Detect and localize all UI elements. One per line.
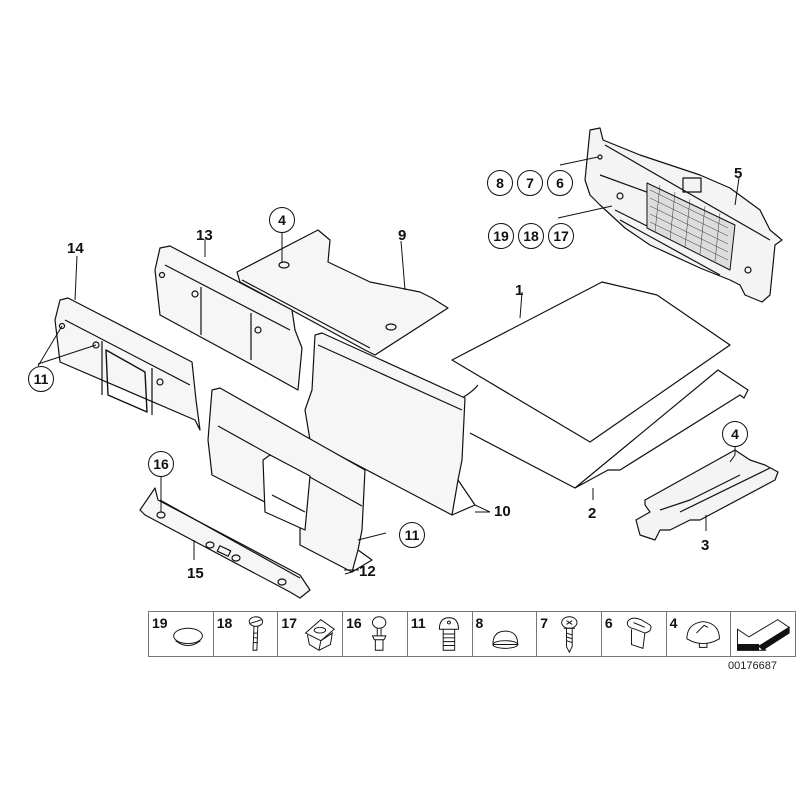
callout-2: 2	[588, 505, 597, 522]
callout-1: 1	[515, 282, 524, 299]
legend-number: 4	[669, 615, 678, 631]
part-9-cover-panel[interactable]	[236, 229, 449, 356]
legend-number: 18	[216, 615, 233, 631]
fastener-legend-strip: 19 18 17 16 11 8 7	[148, 611, 796, 657]
document-number: 00176687	[728, 660, 777, 672]
part-12-divider-opening[interactable]	[207, 387, 373, 575]
callout-5: 5	[734, 165, 743, 182]
callout-6: 6	[547, 170, 573, 196]
part-3-side-rail[interactable]	[635, 449, 779, 541]
callout-11-panel14: 11	[28, 366, 54, 392]
part-13-trim-panel[interactable]	[154, 245, 303, 391]
callout-17: 17	[548, 223, 574, 249]
legend-cell-11[interactable]: 11	[408, 612, 473, 656]
round-cap-icon	[491, 630, 518, 649]
plug-cap-icon	[173, 627, 203, 646]
legend-number: 16	[346, 615, 362, 631]
part-5-rear-trim-panel[interactable]	[584, 127, 783, 303]
callout-9: 9	[398, 227, 407, 244]
legend-cell-6[interactable]: 6	[602, 612, 667, 656]
callout-19: 19	[488, 223, 514, 249]
legend-cell-16[interactable]: 16	[343, 612, 408, 656]
callout-8: 8	[487, 170, 513, 196]
callout-18: 18	[518, 223, 544, 249]
part-10-divider-wall[interactable]	[304, 332, 491, 516]
push-clip-icon	[438, 617, 459, 651]
legend-cell-19[interactable]: 19	[149, 612, 214, 656]
legend-cell-8[interactable]: 8	[473, 612, 538, 656]
legend-number: 19	[152, 615, 168, 631]
part-1-floor-carpet[interactable]	[451, 281, 731, 443]
direction-arrow-icon	[737, 619, 791, 651]
callout-12: 12	[359, 563, 376, 580]
callout-16: 16	[148, 451, 174, 477]
grommet-nut-icon	[626, 617, 652, 649]
phillips-screw-icon	[561, 616, 578, 654]
callout-4-panel9: 4	[269, 207, 295, 233]
legend-number: 11	[410, 615, 426, 631]
legend-number: 7	[540, 615, 549, 631]
expanding-rivet-icon	[371, 616, 387, 651]
legend-cell-4[interactable]: 4	[667, 612, 732, 656]
legend-cell-17[interactable]: 17	[278, 612, 344, 656]
legend-cell-7[interactable]: 7	[537, 612, 602, 656]
callout-3: 3	[701, 537, 710, 554]
callout-10: 10	[494, 503, 511, 520]
legend-number: 6	[604, 615, 613, 631]
callout-4-rail3: 4	[722, 421, 748, 447]
legend-cell-18[interactable]: 18	[214, 612, 279, 656]
legend-cell-direction	[731, 612, 795, 656]
spring-clip-icon	[686, 621, 720, 648]
clip-nut-icon	[305, 619, 336, 652]
legend-number: 17	[281, 615, 297, 631]
legend-number: 8	[475, 615, 484, 631]
callout-11-panel12: 11	[399, 522, 425, 548]
callout-13: 13	[196, 227, 213, 244]
slotted-pin-icon	[248, 616, 263, 651]
callout-15: 15	[187, 565, 204, 582]
callout-7: 7	[517, 170, 543, 196]
callout-14: 14	[67, 240, 84, 257]
